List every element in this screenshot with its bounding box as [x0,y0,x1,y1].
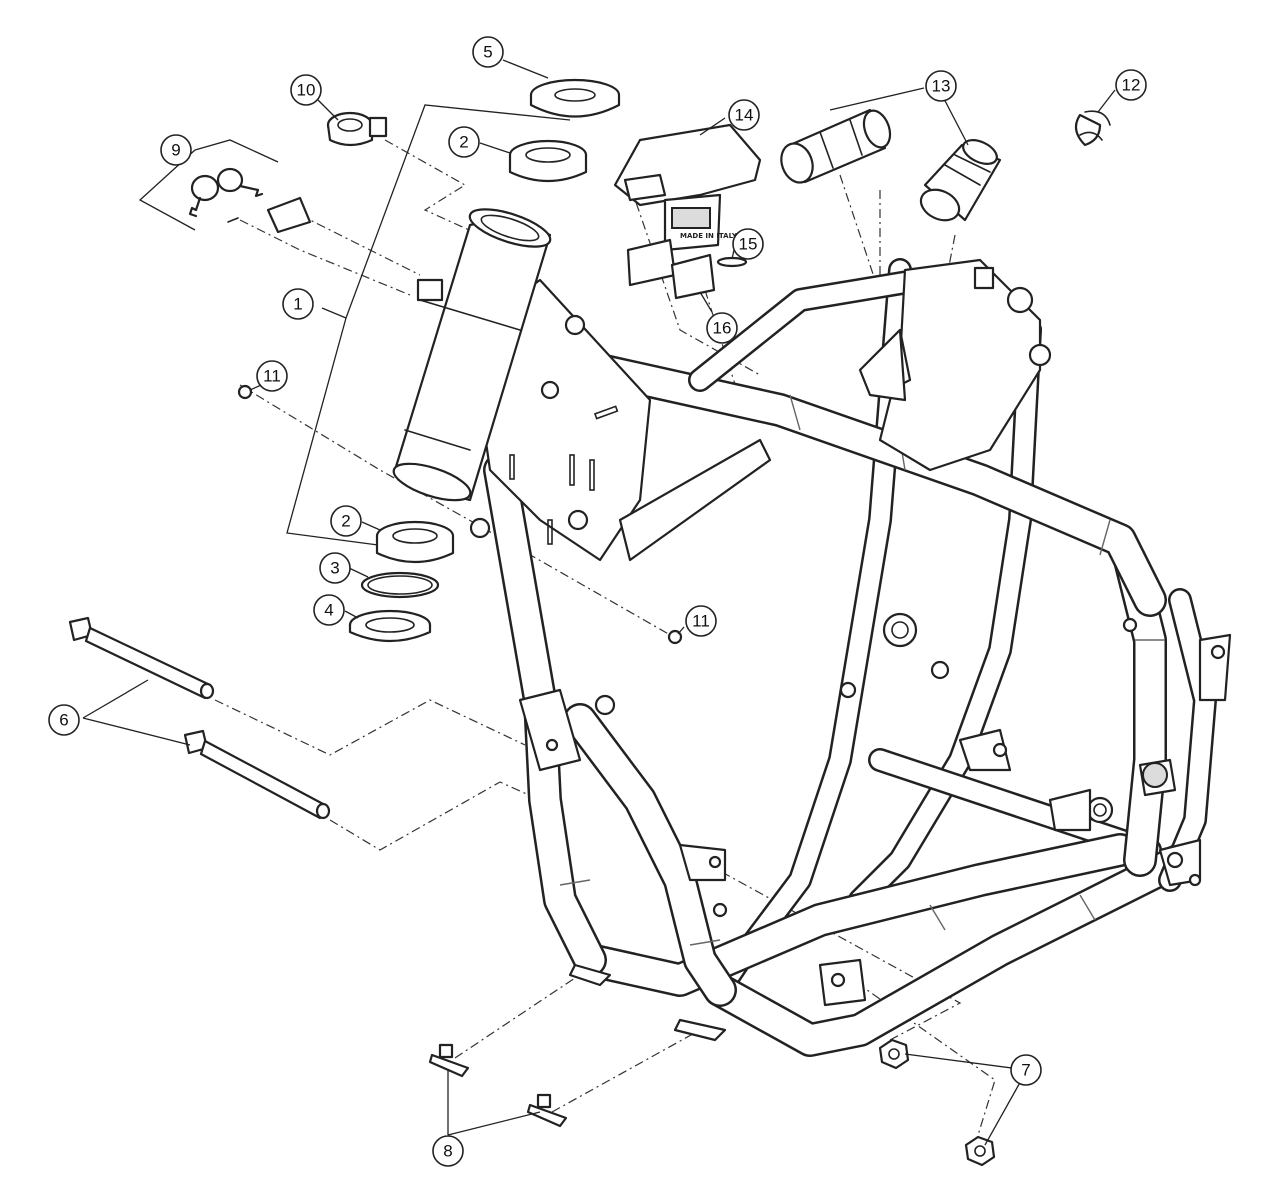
callout-1: 1 [282,288,314,320]
callout-14: 14 [728,99,760,131]
part-8-clip-a [428,1043,470,1078]
callout-label: 10 [297,81,316,100]
callout-label: 9 [171,141,180,160]
part-16-block-b [670,253,716,300]
part-14-module: MADE IN ITALY [613,123,762,252]
callout-2-lower: 2 [330,505,362,537]
callout-11-upper: 11 [256,360,288,392]
made-in-italy-stamp: MADE IN ITALY [680,232,738,240]
callout-12: 12 [1115,69,1147,101]
callout-label: 3 [330,559,339,578]
callout-label: 2 [341,512,350,531]
callout-label: 5 [483,43,492,62]
part-10-steering-lock [326,111,388,147]
callout-16: 16 [706,312,738,344]
part-7-nut-b [964,1135,996,1167]
loose-parts: MADE IN ITALY [68,78,1111,1167]
callout-label: 6 [59,711,68,730]
callout-label: 11 [692,612,710,631]
callout-7: 7 [1010,1054,1042,1086]
callout-label: 11 [263,367,281,386]
part-9-keys [188,167,312,234]
part-6-bolt-b [183,729,331,820]
part-2-upper-bearing [508,139,588,183]
callout-15: 15 [732,228,764,260]
callout-11-lower: 11 [685,605,717,637]
part-5-seal [529,78,621,118]
frame [392,208,1232,1057]
part-4-seal [348,609,432,643]
part-16-block-a [626,238,677,287]
part-7-nut-a [878,1038,910,1070]
callout-label: 14 [735,106,754,125]
callout-label: 7 [1021,1061,1030,1080]
part-13-bushing-a [780,108,892,184]
part-12-clamp [1074,110,1111,147]
callout-13: 13 [925,70,957,102]
callout-label: 15 [739,235,758,254]
callout-label: 1 [293,295,302,314]
callout-label: 13 [932,77,951,96]
callout-label: 2 [459,133,468,152]
part-15-washer [716,256,748,268]
callout-label: 8 [443,1142,452,1161]
callout-2-upper: 2 [448,126,480,158]
part-11-screw-a [237,384,253,400]
callout-label: 12 [1122,76,1141,95]
callout-10: 10 [290,74,322,106]
part-8-clip-b [526,1093,568,1128]
callout-4: 4 [313,594,345,626]
part-13-bushing-b [919,139,1002,222]
callout-label: 4 [324,601,333,620]
part-6-bolt-a [68,616,215,700]
callout-5: 5 [472,36,504,68]
callout-6: 6 [48,704,80,736]
leader-lines [82,59,1116,1146]
part-3-ring [360,571,440,599]
part-2-lower-bearing [375,520,455,564]
callout-8: 8 [432,1135,464,1167]
callout-3: 3 [319,552,351,584]
callout-label: 16 [713,319,732,338]
callout-9: 9 [160,134,192,166]
